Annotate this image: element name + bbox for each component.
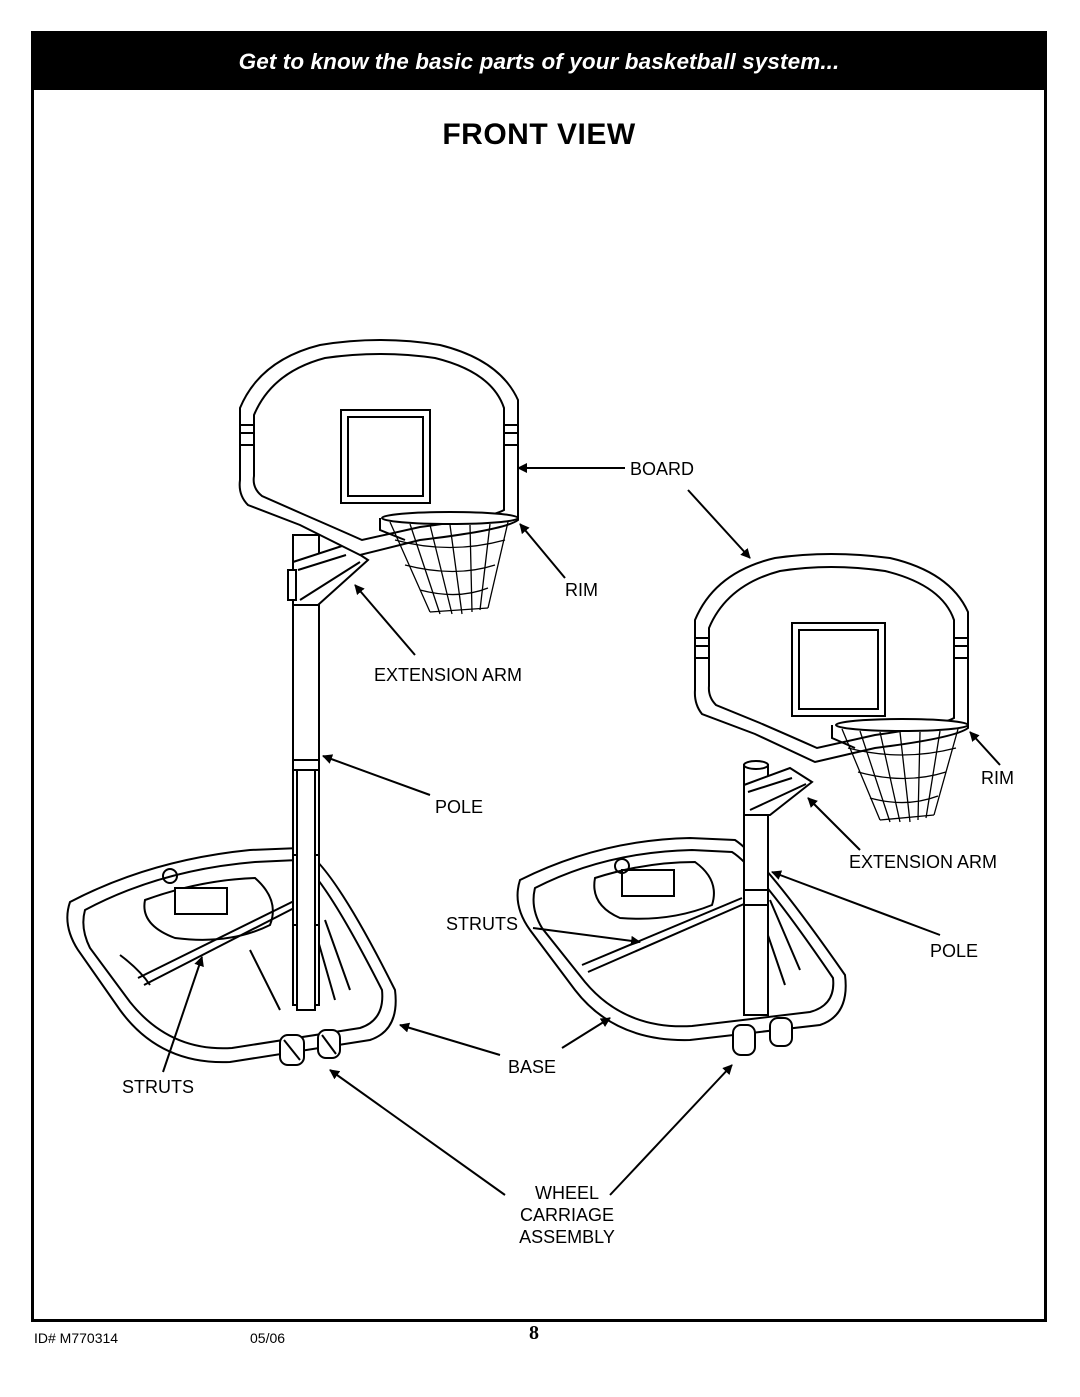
right-rim-net: [831, 718, 969, 823]
right-backboard: [693, 553, 969, 764]
label-extension-arm-right: EXTENSION ARM: [849, 852, 998, 872]
right-struts: [581, 897, 745, 973]
left-base: [66, 846, 397, 1064]
banner-text: Get to know the basic parts of your bask…: [238, 49, 840, 74]
struts-arrow-left: [162, 956, 204, 1073]
left-wheel-carriage: [279, 1029, 341, 1066]
left-basketball-system: [66, 339, 519, 1066]
left-pole: [292, 534, 320, 1011]
left-struts: [137, 899, 299, 986]
label-extension-arm-left: EXTENSION ARM: [374, 665, 523, 685]
rim-arrow-left: [519, 523, 566, 579]
label-rim-left: RIM: [565, 580, 598, 600]
base-arrow-left: [399, 1022, 501, 1056]
label-wheel-line3: ASSEMBLY: [519, 1227, 615, 1247]
left-backboard: [238, 339, 519, 557]
right-basketball-system: [516, 553, 969, 1056]
page-title: FRONT VIEW: [442, 118, 636, 151]
struts-arrow-right: [532, 927, 641, 946]
right-base: [516, 836, 847, 1042]
label-wheel-carriage-assembly: WHEEL CARRIAGE ASSEMBLY: [500, 1182, 634, 1248]
pole-arrow-right: [771, 870, 941, 936]
left-extension-arm: [287, 543, 370, 606]
label-pole-right: POLE: [930, 941, 979, 961]
rim-arrow-right: [969, 731, 1001, 766]
label-wheel-line2: CARRIAGE: [519, 1205, 615, 1225]
label-struts-right: STRUTS: [446, 914, 518, 934]
header-banner: Get to know the basic parts of your bask…: [34, 34, 1044, 90]
wheel-arrow-left: [329, 1069, 506, 1196]
label-struts-left: STRUTS: [122, 1077, 194, 1097]
footer-date: 05/06: [250, 1330, 286, 1346]
label-pole-left: POLE: [435, 797, 484, 817]
right-extension-arm: [743, 766, 814, 816]
board-arrow-right: [687, 489, 751, 559]
page-frame: Get to know the basic parts of your bask…: [31, 31, 1047, 1322]
label-rim-right: RIM: [981, 768, 1014, 788]
page-number: 8: [529, 1322, 539, 1344]
footer-document-id: ID# M770314: [34, 1330, 119, 1346]
label-wheel-line1: WHEEL: [534, 1183, 599, 1203]
pole-arrow-left: [322, 754, 431, 796]
leader-arrows: [162, 463, 1001, 1196]
wheel-arrow-right: [609, 1064, 733, 1196]
extension-arm-arrow-right: [807, 797, 861, 851]
base-arrow-right: [561, 1017, 611, 1049]
label-board: BOARD: [630, 459, 695, 479]
extension-arm-arrow-left: [354, 584, 416, 656]
left-rim-net: [379, 511, 519, 615]
label-base: BASE: [508, 1057, 557, 1077]
right-wheel-carriage: [732, 1017, 793, 1056]
